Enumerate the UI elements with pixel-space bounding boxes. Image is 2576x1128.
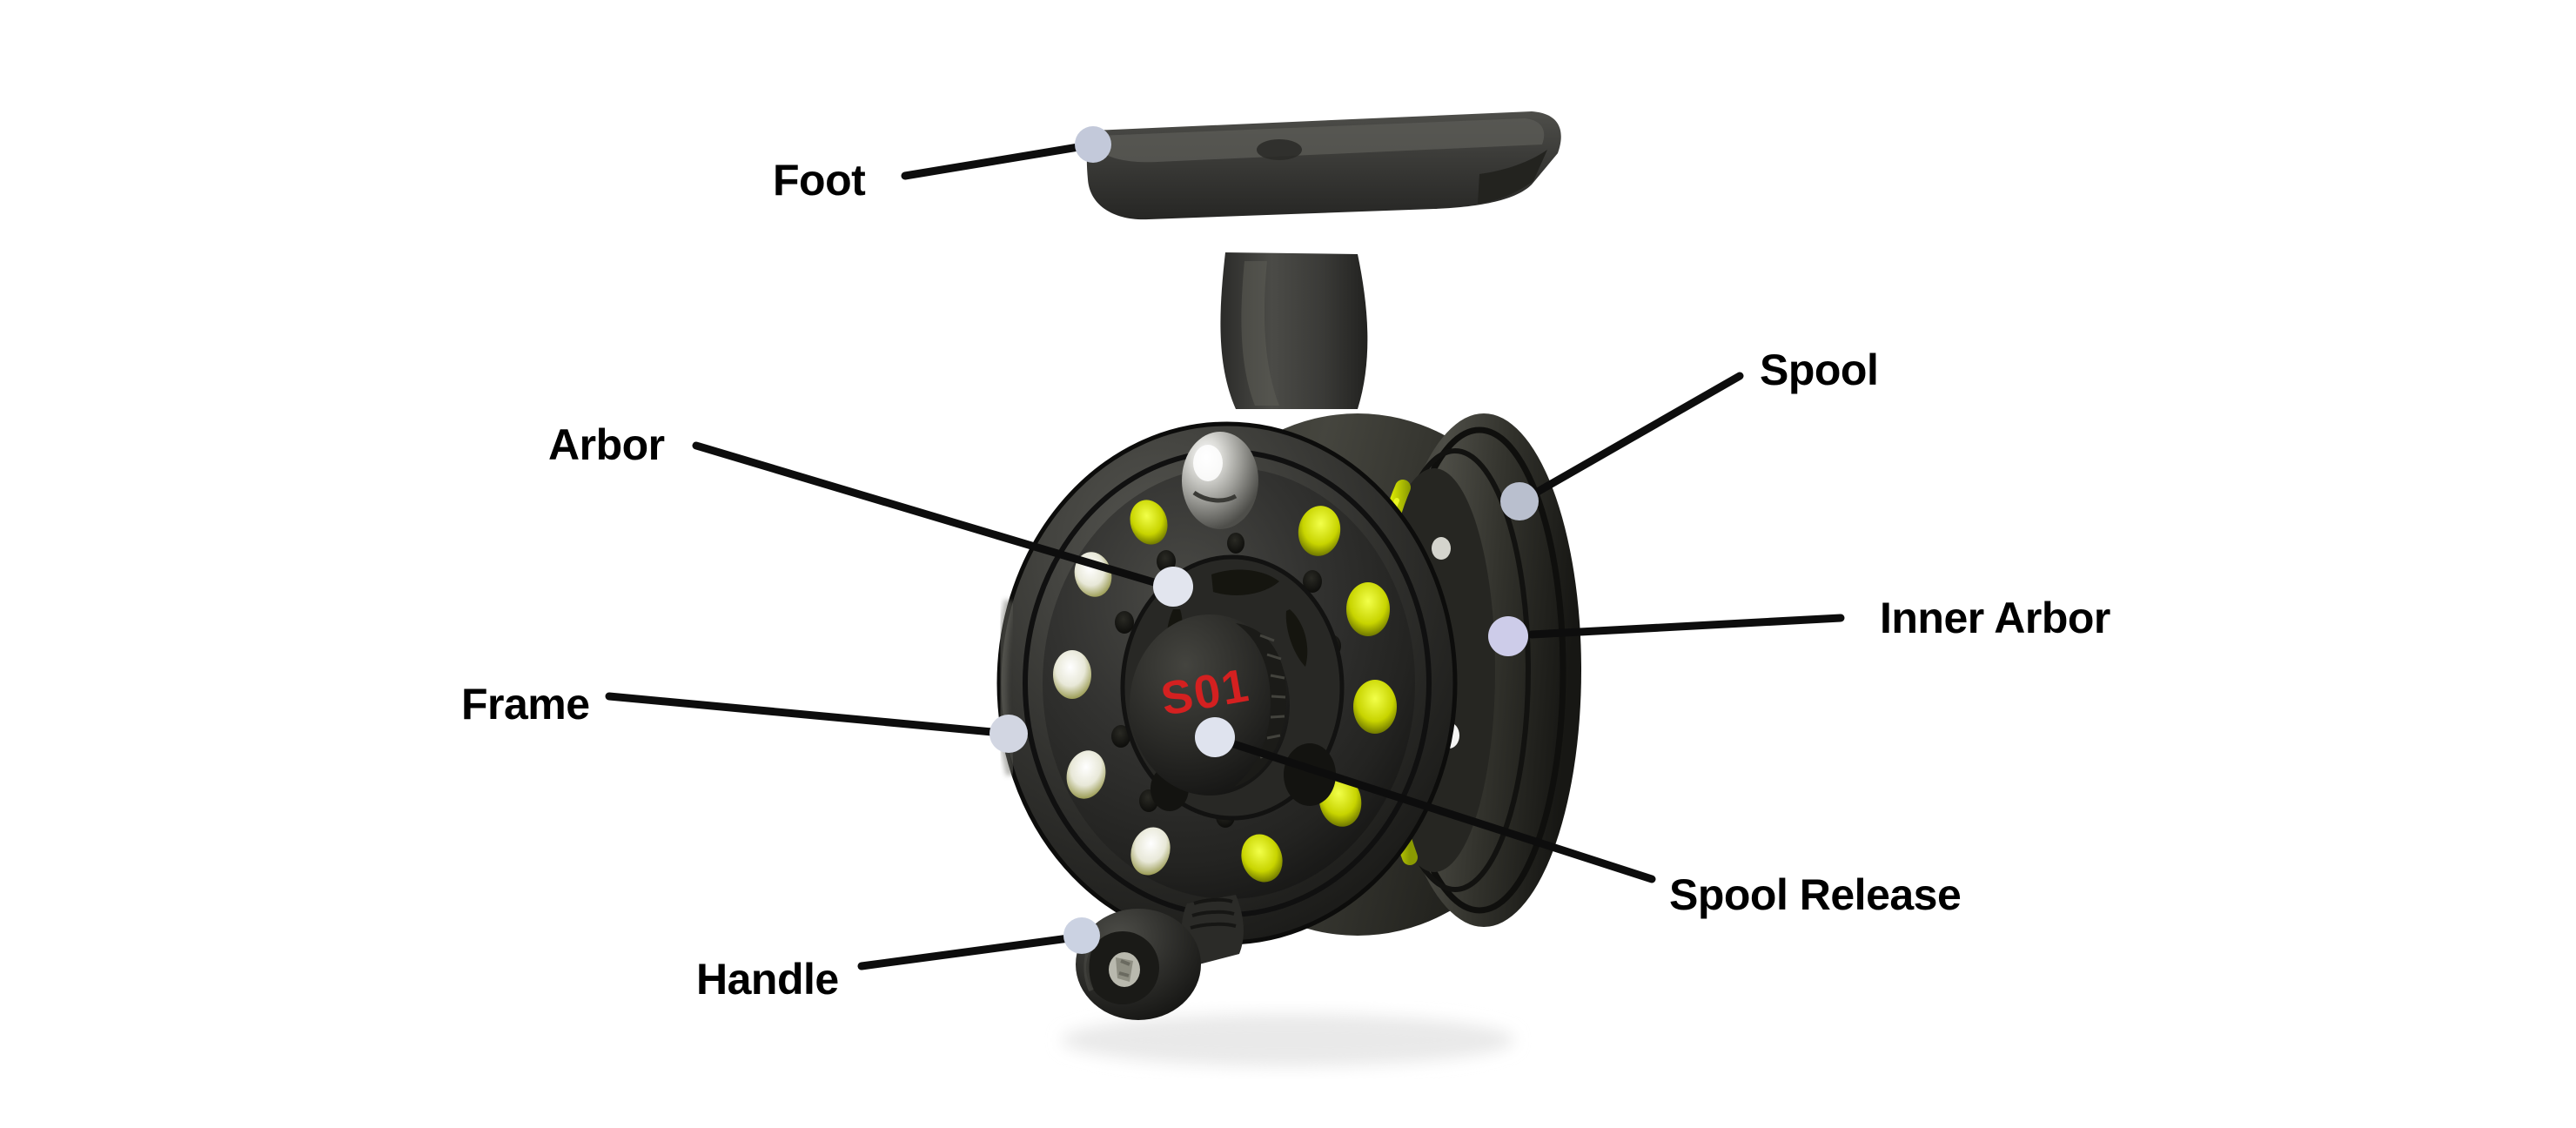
foot-right-underside [1478, 150, 1547, 204]
stem-highlight [1241, 261, 1279, 406]
callout-dot-spool[interactable] [1500, 482, 1539, 520]
foot-top-highlight [1097, 118, 1545, 163]
callout-label-inner-arbor: Inner Arbor [1880, 594, 2110, 642]
callout-spool [1500, 372, 1744, 520]
callout-label-foot: Foot [773, 156, 866, 205]
callout-dot-spool-release[interactable] [1195, 717, 1235, 757]
callout-dot-foot[interactable] [1075, 126, 1111, 163]
callout-dot-frame[interactable] [989, 715, 1028, 753]
callout-label-arbor: Arbor [548, 420, 665, 469]
foot-and-stem [1080, 111, 1561, 409]
callout-handle [857, 917, 1100, 970]
callout-frame [605, 692, 1028, 753]
callout-foot [901, 126, 1111, 180]
leader-line-spool-release [1230, 740, 1656, 883]
hub-cutout-top [1211, 569, 1279, 595]
handle-arm-ribs [1190, 897, 1237, 930]
arbor-hub-edge [1120, 554, 1345, 821]
callout-label-spool: Spool [1760, 346, 1879, 394]
reel-assembly: S01 [996, 111, 1581, 1066]
handle-screw-icon [1109, 952, 1140, 987]
hub-cutout-right [1285, 609, 1308, 667]
spool-specular-upper [1432, 537, 1451, 560]
leader-line-inner-arbor [1527, 614, 1845, 639]
spool-release-knob: S01 [1130, 614, 1290, 796]
frame-left-highlight [996, 599, 1016, 776]
drag-knob-specular [1193, 445, 1223, 481]
callout-label-spool-release: Spool Release [1669, 870, 1962, 919]
frame: S01 [996, 421, 1458, 945]
callout-leaders [605, 126, 1845, 970]
leader-line-foot [901, 142, 1088, 180]
reel-shadow [1062, 1014, 1514, 1066]
leader-line-arbor [692, 441, 1158, 587]
hub-cutout-lower-right [1284, 743, 1336, 806]
release-knob-knurl [1234, 623, 1287, 787]
leader-line-spool [1532, 372, 1744, 497]
leader-line-frame [605, 692, 996, 736]
handle [1076, 895, 1244, 1020]
callout-dot-handle[interactable] [1063, 917, 1100, 954]
callout-label-frame: Frame [461, 680, 590, 728]
callout-arbor [692, 441, 1193, 607]
leader-line-handle [857, 934, 1073, 970]
callout-inner-arbor [1488, 614, 1845, 656]
callout-label-handle: Handle [696, 955, 839, 1004]
callout-spool-release [1195, 717, 1656, 883]
drag-knob-seam [1192, 490, 1238, 503]
foot-screw-recess [1257, 139, 1302, 160]
release-knob-knurl-ridges [1259, 634, 1286, 759]
callout-dot-arbor[interactable] [1153, 567, 1193, 607]
drag-knob-body [1182, 432, 1258, 529]
drag-knob [1182, 432, 1258, 529]
callout-dot-inner-arbor[interactable] [1488, 616, 1528, 656]
